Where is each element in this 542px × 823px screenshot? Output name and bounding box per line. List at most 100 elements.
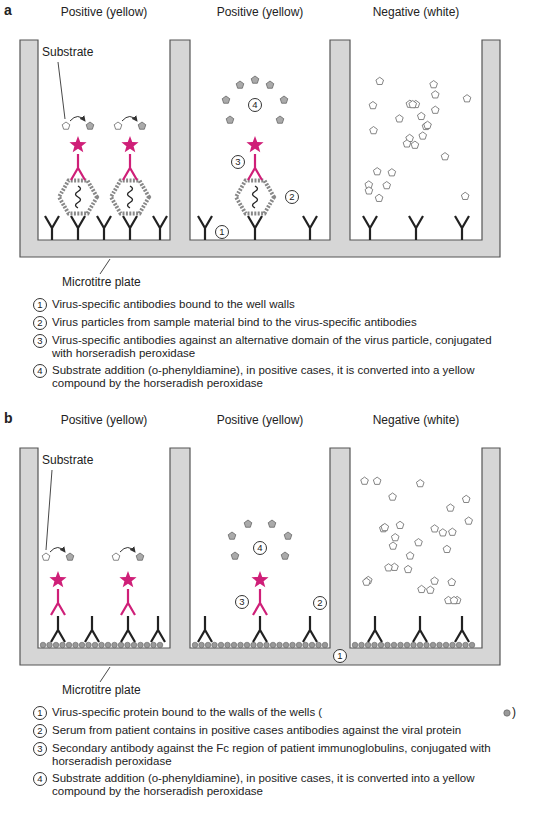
viral-protein (125, 642, 131, 648)
antibody (413, 616, 427, 642)
viral-protein (238, 642, 244, 648)
well-header: Positive (yellow) (59, 6, 149, 19)
viral-protein (225, 642, 231, 648)
viral-protein (303, 642, 309, 648)
legend-text: Virus-specific antibodies against an alt… (52, 334, 502, 360)
product-molecule (136, 553, 144, 560)
callout-digit: 1 (37, 708, 42, 718)
substrate-molecule (391, 534, 399, 541)
conjugated-antibody (253, 589, 267, 615)
viral-protein (417, 642, 423, 648)
callout-number: 1 (333, 649, 347, 663)
substrate-molecule (449, 528, 457, 535)
viral-protein (251, 642, 257, 648)
viral-protein (264, 642, 270, 648)
substrate-molecule (448, 578, 456, 585)
viral-protein (99, 642, 105, 648)
substrate-label: Substrate (42, 46, 93, 59)
viral-protein (138, 642, 144, 648)
callout-digit: 3 (37, 336, 42, 346)
callout-number: 1 (215, 225, 229, 239)
callout-number: 4 (253, 541, 267, 555)
callout-number: 3 (231, 155, 245, 169)
substrate-molecule (430, 81, 438, 88)
peroxidase-star (246, 136, 263, 152)
peroxidase-star (49, 571, 66, 587)
viral-protein (365, 642, 371, 648)
antibody (455, 616, 469, 642)
conjugated-antibody (51, 589, 65, 615)
viral-protein (296, 642, 302, 648)
product-molecule (244, 520, 252, 527)
viral-protein (157, 642, 163, 648)
legend-text: Substrate addition (o-phenyldiamine), in… (52, 364, 502, 390)
viral-protein (151, 642, 157, 648)
conjugated-antibody (248, 154, 262, 180)
callout-number: 3 (235, 595, 249, 609)
antibody (363, 216, 377, 240)
callout-digit: 1 (337, 651, 342, 661)
callout-number: 2 (285, 190, 299, 204)
viral-protein (92, 642, 98, 648)
product-molecule (276, 116, 284, 123)
substrate-molecule (443, 545, 451, 552)
viral-protein (79, 642, 85, 648)
viral-protein (443, 642, 449, 648)
legend-text: Virus-specific antibodies bound to the w… (52, 298, 502, 311)
antibody (85, 616, 99, 642)
antibody (409, 216, 423, 240)
peroxidase-star (251, 571, 268, 587)
viral-protein (73, 642, 79, 648)
peroxidase-star (69, 136, 86, 152)
substrate-molecule (406, 552, 414, 559)
callout-digit: 2 (37, 726, 42, 736)
antibody (455, 216, 469, 240)
callout-digit: 4 (37, 774, 42, 784)
product-molecule (226, 116, 234, 123)
substrate-molecule (447, 504, 455, 511)
substrate-molecule (385, 564, 393, 571)
legend-text: Secondary antibody against the Fc region… (52, 742, 502, 768)
substrate-molecule (431, 577, 439, 584)
panel-letter: a (4, 4, 12, 17)
substrate-molecule (411, 141, 419, 148)
callout-digit: 3 (37, 744, 42, 754)
viral-protein (199, 642, 205, 648)
microtitre-plate (20, 448, 500, 665)
substrate-molecule (424, 121, 432, 128)
viral-genome (76, 186, 81, 208)
viral-protein (257, 642, 263, 648)
callout-digit: 3 (235, 157, 240, 167)
viral-protein (277, 642, 283, 648)
substrate-molecule (419, 132, 427, 139)
substrate-molecule (396, 521, 404, 528)
viral-protein (244, 642, 250, 648)
substrate-molecule (465, 517, 473, 524)
substrate-molecule (373, 168, 381, 175)
antibody (71, 216, 85, 240)
antibody (248, 216, 262, 240)
viral-protein (86, 642, 92, 648)
callout-digit: 2 (289, 192, 294, 202)
substrate-molecule (409, 101, 417, 108)
substrate-molecule (431, 91, 439, 98)
reaction-arrow (122, 117, 137, 122)
viral-protein (404, 642, 410, 648)
substrate-molecule (112, 553, 120, 560)
callout-digit: 4 (257, 543, 262, 553)
viral-protein (463, 642, 469, 648)
substrate-molecule (450, 596, 458, 603)
viral-protein (378, 642, 384, 648)
viral-protein (53, 642, 59, 648)
antibody (198, 616, 212, 642)
callout-number: 2 (33, 724, 47, 738)
leader-line (46, 470, 52, 550)
viral-protein (47, 642, 53, 648)
product-molecule (222, 96, 230, 103)
conjugated-antibody (71, 154, 85, 180)
antibody (198, 216, 212, 240)
panel-letter: b (4, 412, 13, 425)
legend-text: Virus particles from sample material bin… (52, 316, 502, 329)
callout-digit: 2 (317, 598, 322, 608)
substrate-molecule (373, 477, 381, 484)
